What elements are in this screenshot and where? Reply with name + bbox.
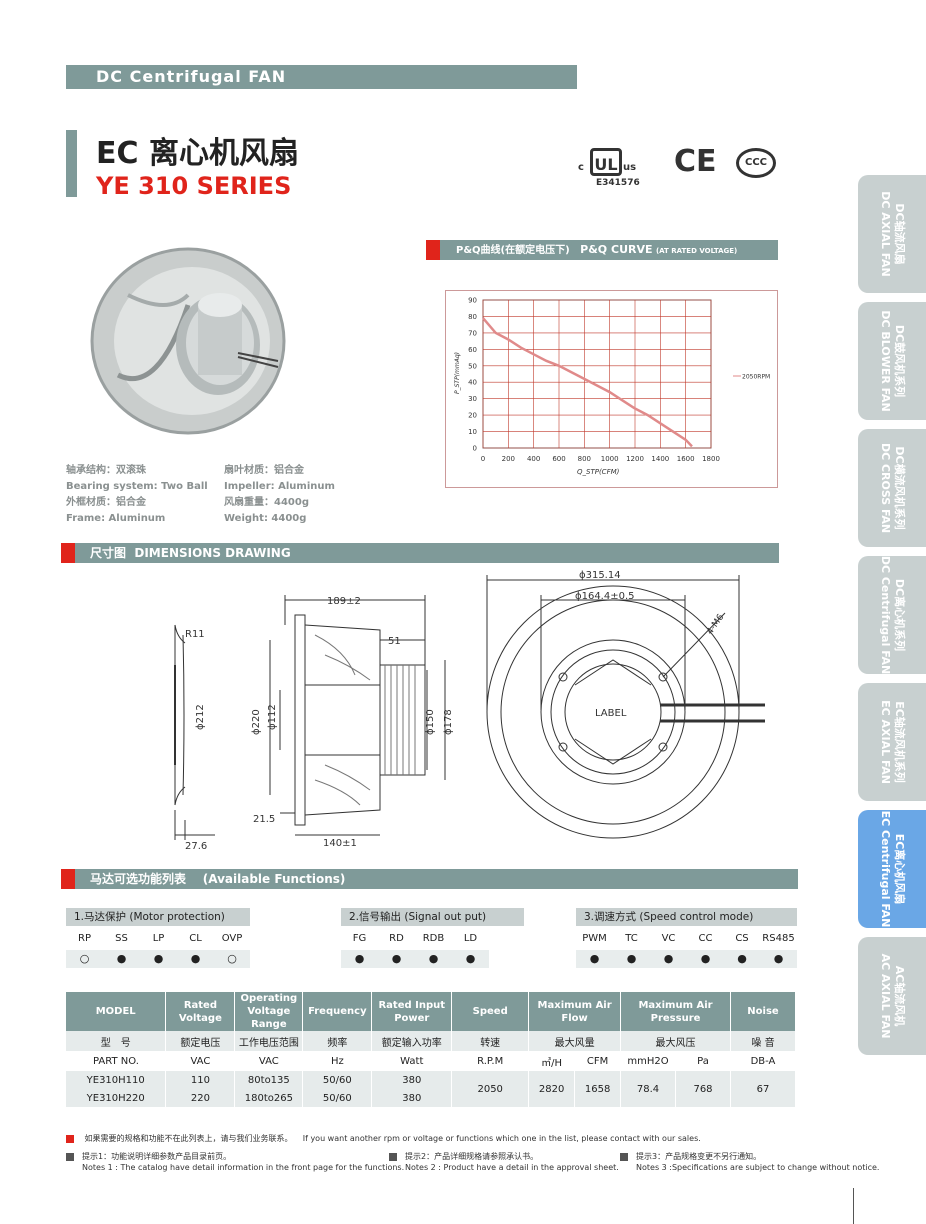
dim-r11: R11 xyxy=(185,629,205,640)
dim-189: 189±2 xyxy=(327,596,361,607)
dim-315: ϕ315.14 xyxy=(579,570,621,581)
functions-section-bar: 马达可选功能列表 (Available Functions) xyxy=(61,869,798,889)
note-1: 提示1：功能说明详细参数产品目录前页。 Notes 1 : The catalo… xyxy=(66,1151,404,1173)
dim-51: 51 xyxy=(388,636,401,647)
signal-output-marks: ● ● ● ● xyxy=(341,950,489,968)
signal-output-header: 2.信号输出 (Signal out put) xyxy=(341,908,524,926)
y-tick-label: 0 xyxy=(473,445,477,453)
legend-label: 2050RPM xyxy=(742,374,770,381)
table-row: YE310H110 110 80to135 50/60 380 2050 282… xyxy=(66,1071,797,1107)
table-row: YE310H220 220 180to265 50/60 380 xyxy=(66,1089,796,1107)
y-tick-label: 20 xyxy=(468,412,477,420)
x-tick-label: 1800 xyxy=(702,455,720,463)
speed-control-header: 3.调速方式 (Speed control mode) xyxy=(576,908,797,926)
note-3: 提示3：产品规格变更不另行通知。 Notes 3 :Specifications… xyxy=(620,1151,879,1173)
ul-cert: UL c us E341576 xyxy=(578,148,668,190)
y-axis-label: P_STP(mmAq) xyxy=(454,352,461,394)
y-tick-label: 40 xyxy=(468,379,477,387)
y-tick-label: 90 xyxy=(468,297,477,305)
x-tick-label: 1400 xyxy=(651,455,669,463)
dim-m6: 4-M6 xyxy=(705,612,726,636)
dimensions-drawing: R11 ϕ212 27.6 189±2 51 ϕ220 ϕ112 ϕ150 ϕ1… xyxy=(174,570,765,852)
page-edge-line xyxy=(853,1188,854,1224)
header-band-title: DC Centrifugal FAN xyxy=(96,67,287,86)
title-accent-bar xyxy=(66,130,77,197)
dim-27-6: 27.6 xyxy=(185,841,207,852)
x-tick-label: 1600 xyxy=(677,455,695,463)
note-bullet-red xyxy=(66,1134,74,1143)
pq-chart: 0 200 400 600 800 1000 1200 1400 1600 1800 0 10 20 30… xyxy=(445,290,778,488)
pq-section-bar: P&Q曲线(在额定电压下) P&Q CURVE (AT RATED VOLTAG… xyxy=(426,240,778,260)
motor-protection-header: 1.马达保护 (Motor protection) xyxy=(66,908,250,926)
dim-164: ϕ164.4±0.5 xyxy=(575,591,635,602)
speed-control-marks: ● ● ● ● ● ● xyxy=(576,950,797,968)
series-title: YE 310 SERIES xyxy=(96,172,292,200)
x-tick-label: 1000 xyxy=(601,455,619,463)
x-tick-label: 600 xyxy=(552,455,565,463)
dim-178: ϕ178 xyxy=(443,709,454,735)
dims-section-bar: 尺寸图 DIMENSIONS DRAWING xyxy=(61,543,779,563)
note-2: 提示2：产品详细规格请参照承认书。 Notes 2 : Product have… xyxy=(389,1151,619,1173)
pq-bar-marker xyxy=(426,240,440,260)
ul-mark-icon: UL xyxy=(590,148,622,176)
cert-number: E341576 xyxy=(596,178,640,188)
spec-bearing: 轴承结构：双滚珠 Bearing system: Two Ball 外框材质：铝… xyxy=(66,465,208,524)
spec-table: MODEL Rated Voltage Operating Voltage Ra… xyxy=(66,992,797,1107)
ce-mark-icon: CE xyxy=(674,144,717,179)
ccc-mark-icon: CCC xyxy=(736,148,776,178)
product-photo xyxy=(90,247,286,435)
x-tick-label: 800 xyxy=(578,455,591,463)
dim-112: ϕ112 xyxy=(267,704,278,730)
x-tick-label: 1200 xyxy=(626,455,644,463)
x-tick-label: 0 xyxy=(481,455,485,463)
dim-21-5: 21.5 xyxy=(253,814,275,825)
y-tick-label: 30 xyxy=(468,395,477,403)
page-title: EC 离心机风扇 xyxy=(96,136,299,171)
speed-control-cols: PWM TC VC CC CS RS485 xyxy=(582,933,795,944)
y-tick-label: 80 xyxy=(468,313,477,321)
fan-label: LABEL xyxy=(595,708,627,719)
header-band: DC Centrifugal FAN xyxy=(66,65,577,89)
spec-impeller: 扇叶材质：铝合金 Impeller: Aluminum 风扇重量：4400g W… xyxy=(224,465,335,524)
y-tick-label: 50 xyxy=(468,362,477,370)
x-tick-label: 400 xyxy=(527,455,540,463)
dim-150: ϕ150 xyxy=(425,709,436,735)
signal-output-cols: FG RD RDB LD xyxy=(352,933,478,944)
y-tick-label: 10 xyxy=(468,428,477,436)
y-tick-label: 70 xyxy=(468,329,477,337)
y-tick-label: 60 xyxy=(468,346,477,354)
dim-140: 140±1 xyxy=(323,838,357,849)
motor-protection-cols: RP SS LP CL OVP xyxy=(78,933,243,944)
contact-note: 如果需要的规格和功能不在此列表上，请与我们业务联系。 If you want a… xyxy=(66,1133,701,1144)
dim-220: ϕ220 xyxy=(251,709,262,735)
plot-area xyxy=(482,299,712,449)
dim-212: ϕ212 xyxy=(195,704,206,730)
series-line xyxy=(482,317,693,448)
motor-protection-marks: ○ ● ● ● ○ xyxy=(66,950,250,968)
x-tick-label: 200 xyxy=(502,455,515,463)
x-axis-label: Q_STP(CFM) xyxy=(577,468,620,476)
